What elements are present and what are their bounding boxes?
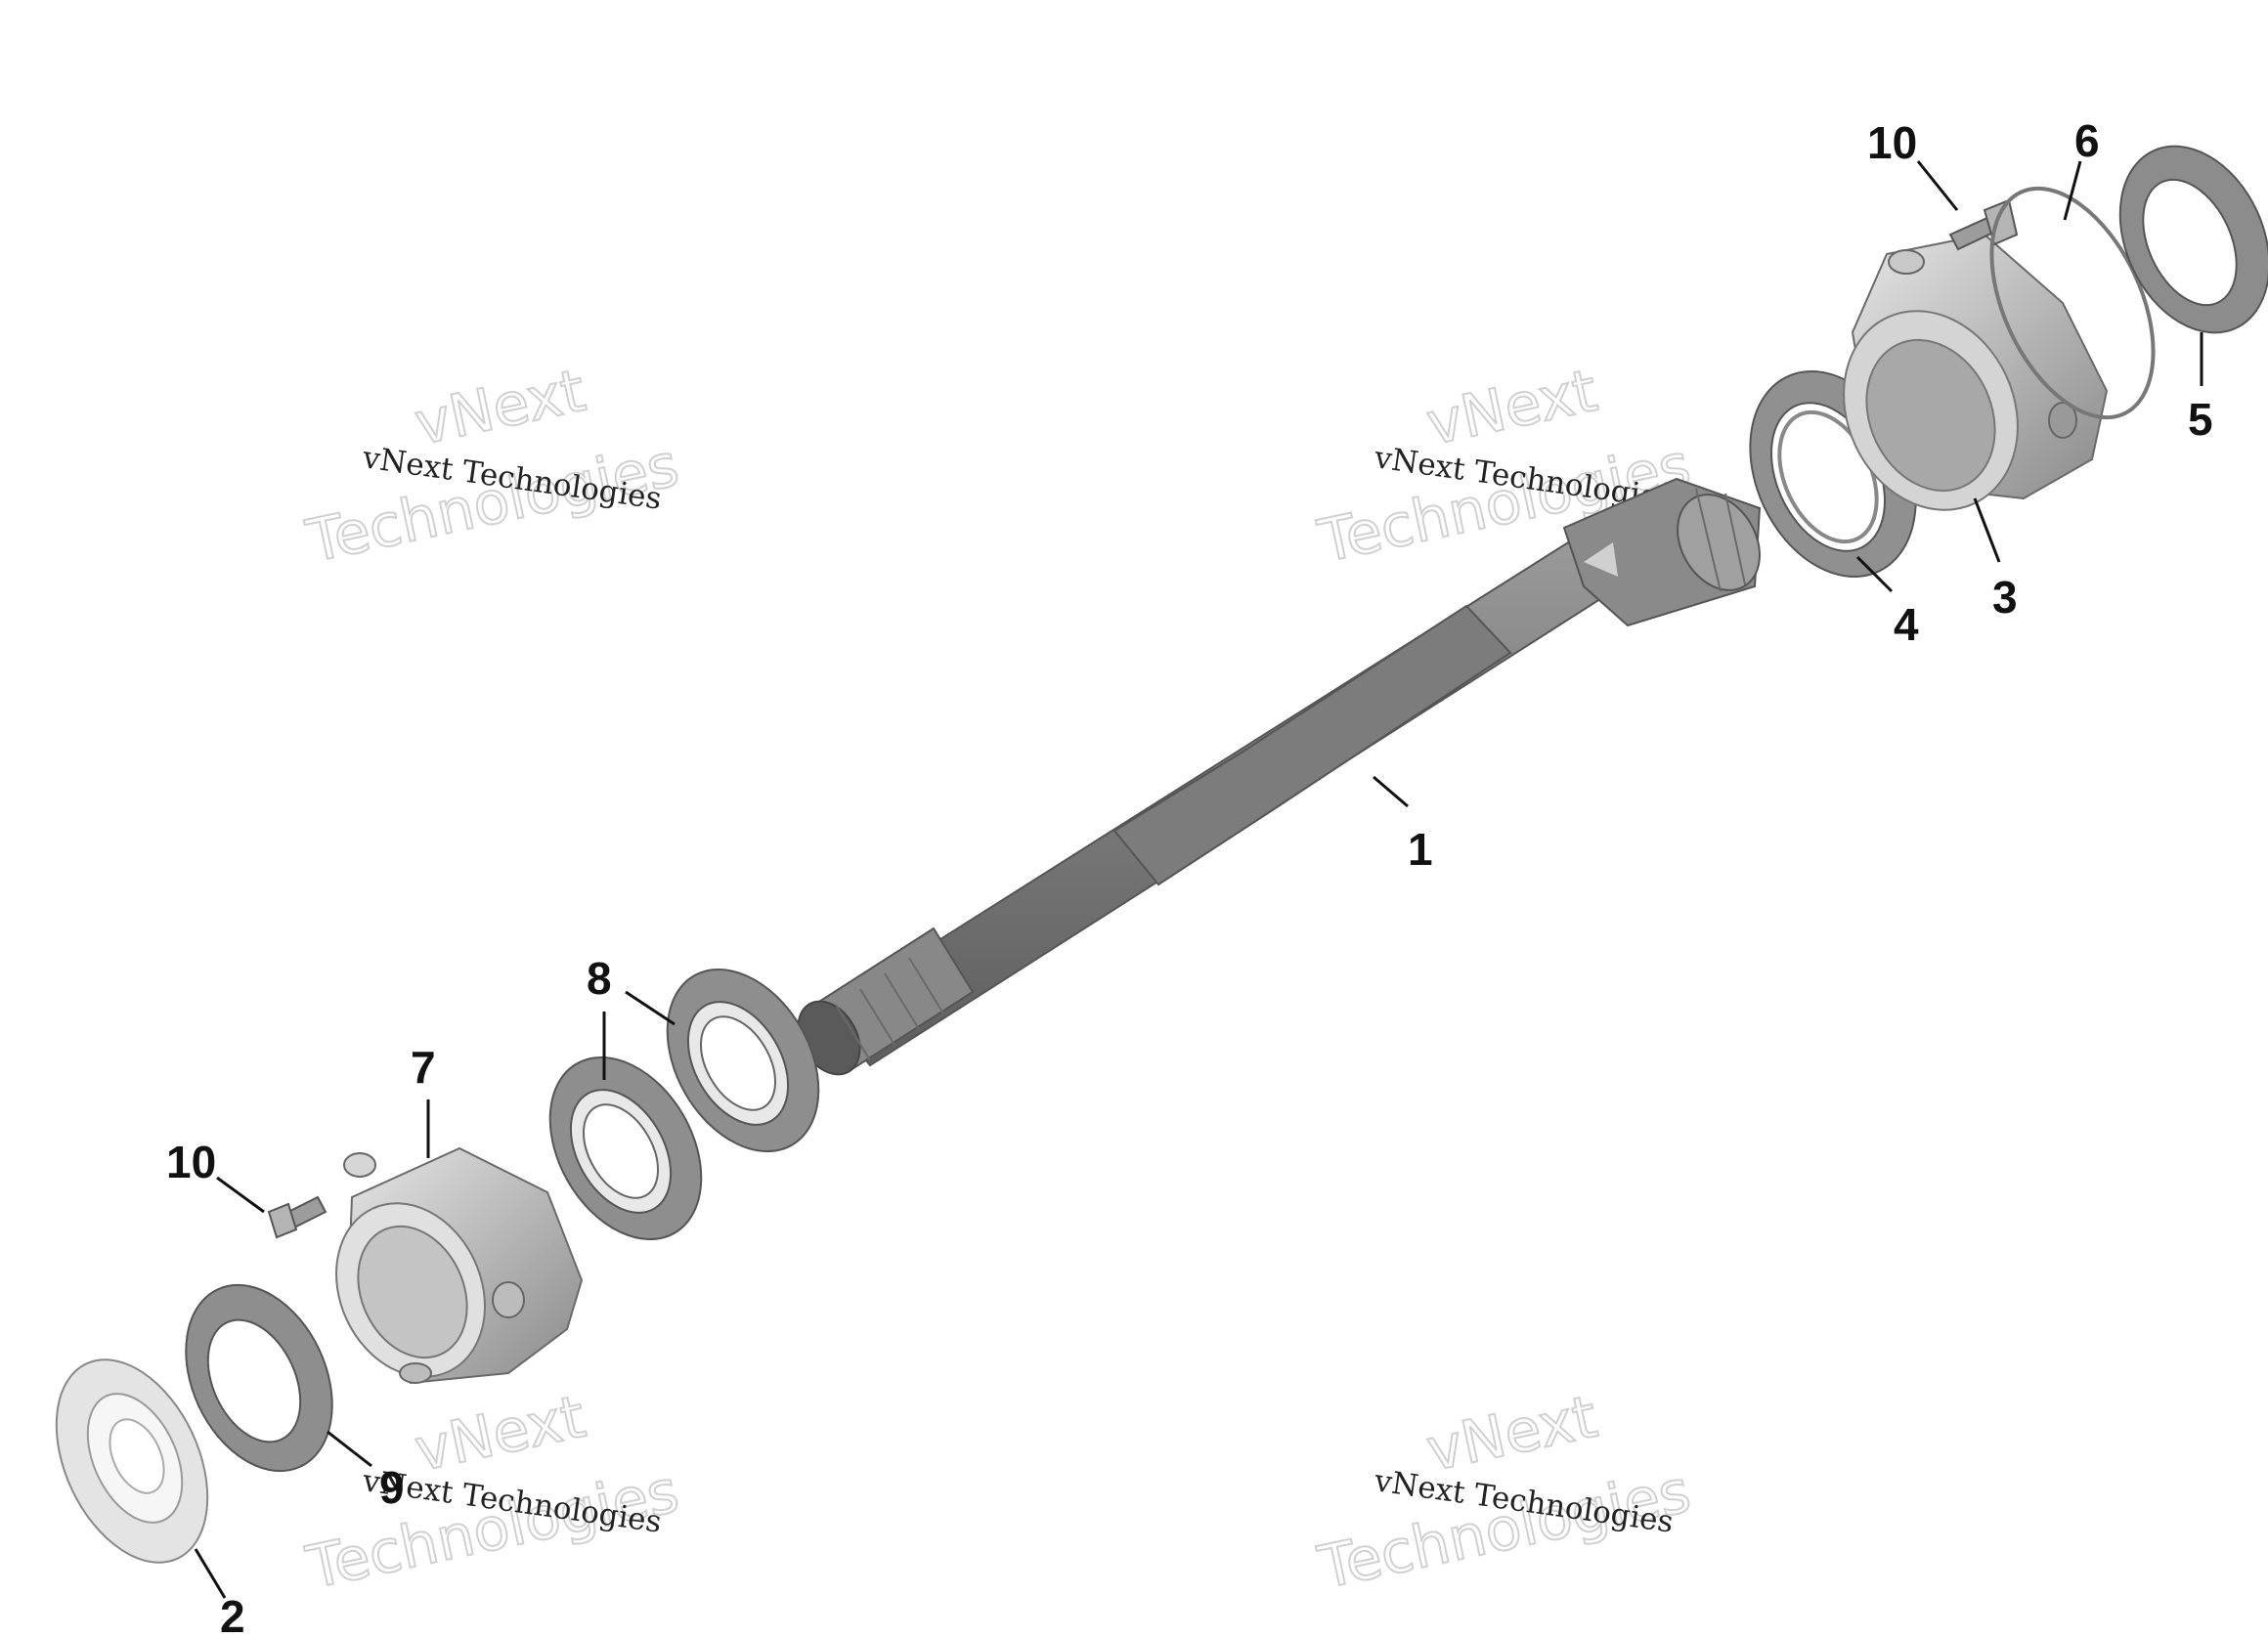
leader-8b	[625, 990, 676, 1026]
leader-3	[1973, 497, 2001, 563]
leader-10-bottom	[216, 1176, 265, 1214]
watermark-bottom-right: vNext Technologies vNext Technologies	[1312, 1382, 1698, 1604]
watermark-line1: vNext	[410, 357, 591, 459]
part-2-washer	[55, 1358, 209, 1564]
leader-6	[2063, 160, 2082, 221]
callout-3: 3	[1992, 572, 2018, 623]
watermark-line1: vNext	[1421, 357, 1603, 459]
part-7-housing	[335, 1146, 584, 1385]
part-8-bearing-lower	[548, 1055, 703, 1241]
part-9-seal	[185, 1283, 333, 1473]
callout-labels: 1 2 3 4 5 6 7 8 9 10 10	[166, 115, 2213, 1637]
callout-6: 6	[2074, 115, 2100, 166]
leader-1	[1373, 775, 1409, 808]
watermark-line1: vNext	[1421, 1383, 1603, 1486]
callout-8: 8	[587, 953, 612, 1004]
leader-lines	[194, 160, 2203, 1599]
leader-9	[327, 1430, 372, 1468]
callout-9: 9	[379, 1462, 405, 1513]
callout-7: 7	[411, 1042, 436, 1093]
leader-4	[1855, 555, 1894, 593]
part-3-housing	[1843, 233, 2109, 511]
callout-4: 4	[1894, 599, 1919, 650]
part-1-shaft	[797, 477, 1762, 1076]
callout-5: 5	[2188, 394, 2213, 445]
leader-10-top	[1916, 160, 1959, 211]
watermark-line1: vNext	[410, 1383, 591, 1486]
callout-10-top: 10	[1867, 117, 1917, 168]
leader-2	[194, 1548, 227, 1599]
part-10-bolt-bottom	[267, 1195, 327, 1239]
callout-10-bottom: 10	[166, 1137, 216, 1187]
part-5-seal	[2118, 145, 2268, 334]
watermark-top-left: vNext Technologies vNext Technologies	[300, 356, 686, 578]
callout-1: 1	[1408, 824, 1433, 875]
callout-2: 2	[220, 1591, 245, 1637]
part-8-bearing-upper	[666, 968, 820, 1153]
watermark-bottom-left: vNext Technologies vNext Technologies	[300, 1382, 686, 1604]
